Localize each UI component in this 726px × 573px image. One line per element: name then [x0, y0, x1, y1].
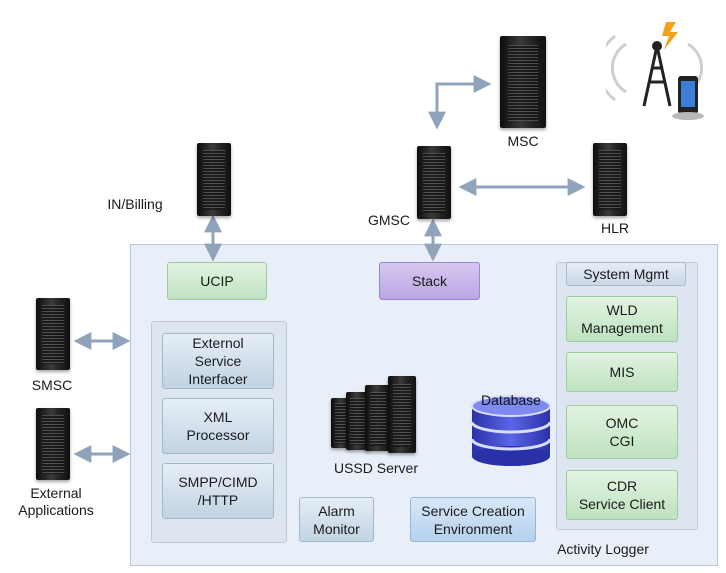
- hlr-label: HLR: [600, 220, 629, 236]
- smpp-cimd-http-module: SMPP/CIMD /HTTP: [162, 463, 274, 519]
- smsc-label: SMSC: [31, 377, 73, 393]
- ussd-server-label: USSD Server: [333, 460, 419, 476]
- system-mgmt-header: System Mgmt: [566, 262, 686, 286]
- stack-module: Stack: [379, 262, 480, 300]
- cell-tower-icon: [606, 22, 704, 120]
- smsc-server-icon: [36, 298, 70, 370]
- in-billing-label: IN/Billing: [107, 196, 163, 212]
- ucip-module: UCIP: [167, 262, 267, 300]
- omc-cgi-module: OMC CGI: [566, 405, 678, 459]
- database-label: Database: [481, 392, 541, 408]
- msc-gmsc-connector: [428, 75, 492, 130]
- wld-management-module: WLD Management: [566, 296, 678, 342]
- in-billing-server-icon: [197, 143, 231, 216]
- alarm-monitor-module: Alarm Monitor: [299, 497, 374, 542]
- service-creation-environment-module: Service Creation Environment: [410, 497, 536, 542]
- mis-module: MIS: [566, 352, 678, 392]
- hlr-server-icon: [593, 143, 627, 216]
- ussd-server-icon-3: [365, 385, 391, 451]
- external-service-interfacer-module: Externol Service Interfacer: [162, 333, 274, 389]
- msc-label: MSC: [507, 133, 539, 149]
- xml-processor-module: XML Processor: [162, 398, 274, 454]
- gmsc-server-icon: [417, 146, 451, 219]
- gmsc-label: GMSC: [368, 212, 410, 228]
- activity-logger-label: Activity Logger: [557, 541, 649, 557]
- database-icon: [470, 395, 552, 466]
- external-applications-label: External Applications: [18, 485, 94, 518]
- msc-server-icon: [500, 36, 546, 128]
- cdr-service-client-module: CDR Service Client: [566, 470, 678, 520]
- external-apps-server-icon: [36, 408, 70, 480]
- ussd-server-icon-4: [388, 376, 416, 453]
